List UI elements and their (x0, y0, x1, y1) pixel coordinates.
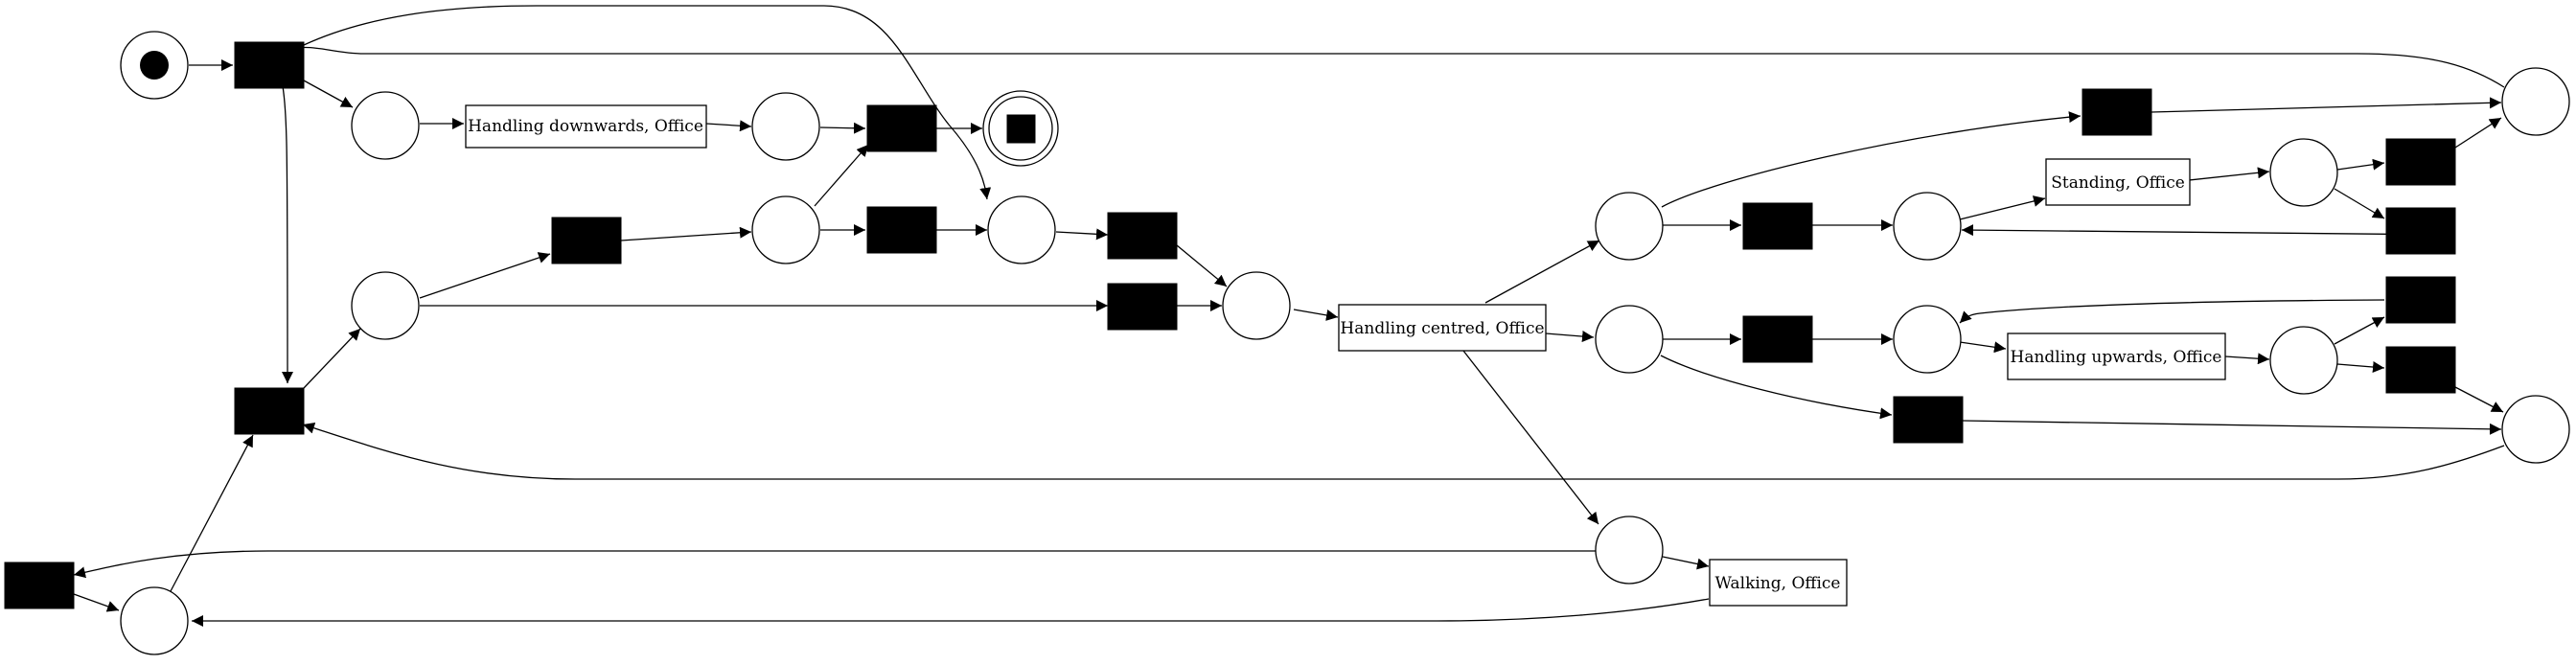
arc-p6-to-t6 (2334, 188, 2385, 219)
silent-transition-upper (2082, 88, 2152, 136)
silent-transition-3 (1107, 212, 1178, 260)
arc-t-upper-to-p-upper-right (2150, 97, 2502, 113)
arc-start-to-p-down (303, 80, 354, 108)
arc-p7-to-handling-up (1959, 341, 2007, 354)
transition-handling-centred: Handling centred, Office (1338, 304, 1547, 352)
silent-transition-8 (1893, 396, 1964, 444)
labeled-transitions: Handling downwards, Office Handling cent… (465, 104, 2226, 607)
final-marking-square (1006, 114, 1036, 144)
place-walk-branch (1595, 516, 1664, 585)
places (120, 31, 2570, 655)
place-7 (1893, 305, 1962, 374)
place-6 (2269, 138, 2338, 207)
arc-handling-centred-to-p-walk (1462, 350, 1599, 525)
silent-transition-10 (2385, 346, 2456, 394)
transition-handling-centred-label: Handling centred, Office (1340, 319, 1544, 338)
arc-handling-centred-to-p-up (1545, 331, 1595, 343)
silent-transition-5 (2385, 138, 2456, 186)
place-2 (751, 195, 820, 264)
transition-standing-label: Standing, Office (2051, 173, 2185, 193)
arc-p8-to-t10 (2336, 361, 2385, 374)
silent-transition-6 (2385, 207, 2456, 255)
silent-transition-end (866, 104, 937, 152)
transition-standing: Standing, Office (2045, 158, 2191, 206)
arc-p5-to-standing (1959, 195, 2046, 220)
place-mid (351, 271, 420, 340)
arc-p-stand-to-t-upper (1661, 111, 2082, 208)
arc-p-walk-to-walking (1662, 556, 1710, 570)
arc-handling-up-to-p8 (2224, 353, 2270, 365)
edges (73, 5, 2505, 627)
silent-transition-2 (866, 206, 937, 254)
place-join (987, 195, 1056, 264)
silent-transition-skip (1107, 283, 1178, 331)
arc-p-merge-to-handling-centred (1293, 309, 1339, 321)
arc-t9-to-p7 (1959, 299, 2385, 324)
silent-transition-loop (234, 387, 305, 435)
arc-t8-to-p-lower-right (1962, 420, 2502, 435)
place-up-branch (1595, 305, 1664, 374)
place-left (120, 586, 189, 655)
arc-p2-to-end-trans (814, 144, 869, 207)
silent-transition-1 (551, 217, 622, 264)
silent-transition-left (4, 562, 75, 609)
arc-p6-to-t5 (2336, 158, 2385, 171)
place-8 (2269, 326, 2338, 395)
arc-p-lower-right-to-loop (302, 422, 2505, 480)
arc-p-join-to-t3 (1055, 228, 1109, 241)
transition-handling-down: Handling downwards, Office (465, 104, 707, 149)
arc-p-left-to-loop (170, 434, 254, 592)
place-merge (1222, 271, 1291, 340)
arc-loop-to-p-mid (303, 328, 361, 389)
silent-transition-start (234, 41, 305, 89)
arc-handling-down-to-p (705, 120, 752, 132)
arc-standing-to-p6 (2188, 167, 2270, 181)
arc-t6-to-p5 (1961, 224, 2456, 237)
transition-walking: Walking, Office (1709, 559, 1848, 607)
arc-start-to-p-join (303, 5, 992, 200)
place-down (351, 91, 420, 160)
arc-walking-to-p-left (192, 598, 1710, 627)
silent-transition-4 (1742, 202, 1813, 250)
arc-t1-to-p2 (620, 226, 752, 241)
transition-handling-down-label: Handling downwards, Office (468, 117, 703, 136)
place-after-handling-down (751, 92, 820, 161)
arc-t-left-to-p-left (73, 593, 120, 612)
arc-p8-to-t9 (2334, 316, 2385, 345)
token-marker (140, 51, 169, 80)
arc-t5-to-p-upper-right (2454, 117, 2502, 149)
place-lower-right (2501, 395, 2570, 464)
place-upper-right (2501, 67, 2570, 136)
transition-handling-up-label: Handling upwards, Office (2011, 348, 2222, 367)
arc-p-walk-to-t-left (73, 550, 1596, 579)
arc-t3-to-p-merge (1176, 244, 1228, 287)
silent-transition-7 (1742, 315, 1813, 363)
transition-handling-up: Handling upwards, Office (2007, 332, 2226, 380)
silent-transitions (4, 41, 2456, 609)
arc-p-to-end-trans (819, 122, 866, 134)
silent-transition-9 (2385, 276, 2456, 324)
transition-walking-label: Walking, Office (1715, 574, 1841, 593)
arc-p-up-to-t8 (1660, 355, 1893, 420)
place-5 (1893, 192, 1962, 261)
arc-t10-to-p-lower-right (2454, 386, 2504, 413)
arc-handling-centred-to-p-stand (1484, 240, 1600, 304)
arc-p-mid-to-t1 (419, 252, 551, 299)
place-stand-branch (1595, 192, 1664, 261)
